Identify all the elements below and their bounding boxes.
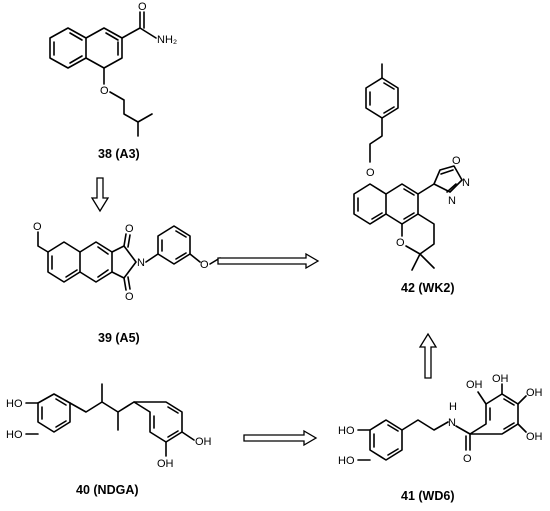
- aryl-methoxy-oxygen-label: O: [200, 259, 209, 271]
- oxadiazole-n1-label: N: [462, 177, 470, 189]
- compound-41-caption: 41 (WD6): [401, 489, 455, 503]
- compound-38-structure: O NH₂ O: [49, 1, 177, 137]
- wd6-ho-top-label: HO: [338, 425, 355, 437]
- compound-40-structure: HO HO OH OH: [6, 383, 212, 470]
- compound-40-caption: 40 (NDGA): [76, 483, 139, 497]
- galloyl-oh-top-label: OH: [492, 373, 509, 385]
- arrow-41-to-42: [418, 332, 438, 379]
- arrow-38-to-39: [90, 177, 110, 213]
- amide-nitrogen-label: N: [448, 417, 456, 429]
- ether-oxygen-label: O: [100, 85, 109, 97]
- ether-oxygen-label-42: O: [366, 167, 375, 179]
- arrow-40-to-41: [243, 429, 318, 447]
- compound-42-caption: 42 (WK2): [401, 281, 455, 295]
- oxadiazole-n2-label: N: [448, 195, 456, 207]
- arrow-39-to-42: [217, 252, 320, 270]
- amide-nh2-label: NH₂: [157, 34, 177, 46]
- galloyl-oh-left-label: OH: [466, 379, 483, 391]
- compound-39-caption: 39 (A5): [98, 331, 140, 345]
- amide-oxygen-label-41: O: [463, 453, 472, 465]
- galloyl-oh-bottom-label: OH: [526, 431, 543, 443]
- compound-38-caption: 38 (A3): [98, 147, 140, 161]
- compound-41-structure: HO HO N H O OH OH OH OH: [338, 373, 543, 467]
- methoxy-oxygen-label: O: [33, 221, 42, 233]
- pyran-oxygen-label: O: [396, 237, 405, 249]
- compound-39-structure: O O O N O: [33, 221, 221, 303]
- galloyl-oh-right-label: OH: [526, 387, 543, 399]
- amide-oxygen-label: O: [138, 1, 147, 13]
- oxadiazole-oxygen-label: O: [452, 155, 461, 167]
- ndga-ho-bottom-label: HO: [6, 429, 23, 441]
- wd6-ho-bottom-label: HO: [338, 455, 355, 467]
- compound-42-structure: O O O N N: [353, 63, 470, 271]
- imide-nitrogen-label: N: [137, 257, 145, 269]
- imide-oxygen-bottom-label: O: [125, 291, 134, 303]
- ndga-ho-top-label: HO: [6, 398, 23, 410]
- imide-oxygen-top-label: O: [125, 223, 134, 235]
- ndga-oh-right-label: OH: [195, 436, 212, 448]
- amide-h-label: H: [449, 401, 457, 413]
- ndga-oh-bottom-label: OH: [157, 458, 174, 470]
